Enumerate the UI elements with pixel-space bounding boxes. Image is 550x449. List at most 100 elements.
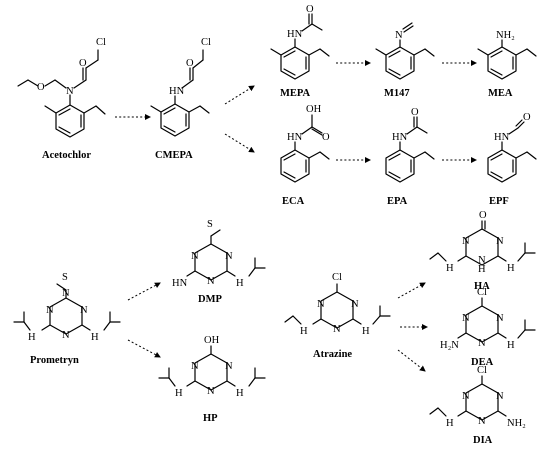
dia-ring-n-bottom: N bbox=[478, 416, 486, 427]
epa-o-atom: O bbox=[411, 107, 419, 118]
cmepa-o-atom: O bbox=[186, 58, 194, 69]
dia-structure bbox=[429, 375, 507, 421]
arrow-prometryn-to-dmp bbox=[127, 282, 161, 301]
mea-label: MEA bbox=[488, 88, 513, 99]
arrow-cmepa-to-mepa bbox=[224, 85, 255, 105]
ha-ring-n-left: N bbox=[462, 236, 470, 247]
ha-h-atom-left: H bbox=[446, 263, 454, 274]
acetochlor-cl-atom: Cl bbox=[96, 37, 106, 48]
mea-structure bbox=[477, 39, 537, 80]
acetochlor-o-atom: O bbox=[37, 82, 45, 93]
hp-ring-n-bottom: N bbox=[207, 386, 215, 397]
eca-structure bbox=[280, 114, 330, 183]
dia-ring-n-right: N bbox=[496, 391, 504, 402]
dmp-structure bbox=[186, 229, 266, 281]
prometryn-ring-n-right: N bbox=[80, 305, 88, 316]
epf-o-atom: O bbox=[523, 112, 531, 123]
dmp-label: DMP bbox=[198, 294, 222, 305]
hp-ring-n-left: N bbox=[191, 361, 199, 372]
atrazine-ring-n-right: N bbox=[351, 299, 359, 310]
dia-nh2-atom: NH₂ bbox=[507, 418, 526, 429]
mepa-hn-atom: HN bbox=[287, 29, 303, 40]
mepa-structure bbox=[270, 13, 330, 80]
m147-structure bbox=[375, 22, 435, 80]
ha-ring-n-bottom: N bbox=[478, 255, 486, 266]
hp-structure bbox=[158, 345, 266, 391]
triazine-ring-n-atoms: N N N N N N N N N N N N N N N N N N N N … bbox=[46, 236, 504, 427]
m147-n-atom: N bbox=[395, 30, 403, 41]
acetochlor-carbonyl-o-atom: O bbox=[79, 58, 87, 69]
atrazine-ring-n-bottom: N bbox=[333, 324, 341, 335]
dea-ring-n-bottom: N bbox=[478, 338, 486, 349]
arrow-cmepa-to-eca bbox=[224, 133, 255, 153]
atrazine-ring-n-left: N bbox=[317, 299, 325, 310]
epa-structure bbox=[385, 116, 435, 183]
acetochlor-label: Acetochlor bbox=[42, 150, 91, 161]
ha-label: HA bbox=[474, 281, 490, 292]
dia-label: DIA bbox=[473, 435, 493, 446]
mea-nh2-atom: NH₂ bbox=[496, 30, 515, 41]
eca-oh-atom: OH bbox=[306, 104, 322, 115]
dea-label: DEA bbox=[471, 357, 494, 368]
cmepa-label: CMEPA bbox=[155, 150, 193, 161]
eca-hn-atom: HN bbox=[287, 132, 303, 143]
atrazine-h-atom-right: H bbox=[362, 326, 370, 337]
eca-o-atom: O bbox=[322, 132, 330, 143]
hp-oh-atom: OH bbox=[204, 335, 220, 346]
prometryn-h-atom-left: H bbox=[28, 332, 36, 343]
dmp-s-atom: S bbox=[207, 219, 213, 230]
hp-label: HP bbox=[203, 413, 218, 424]
atrazine-h-atom: H bbox=[300, 326, 308, 337]
mepa-label: MEPA bbox=[280, 88, 311, 99]
cmepa-hn-atom: HN bbox=[169, 86, 185, 97]
mepa-o-atom: O bbox=[306, 4, 314, 15]
dmp-ring-n-bottom: N bbox=[207, 276, 215, 287]
ha-structure bbox=[429, 220, 536, 266]
ha-ring-n-right: N bbox=[496, 236, 504, 247]
dmp-h-atom: H bbox=[236, 278, 244, 289]
dmp-ring-n-left: N bbox=[191, 251, 199, 262]
dmp-ring-n-right: N bbox=[225, 251, 233, 262]
hp-h-atom-left: H bbox=[175, 388, 183, 399]
hp-h-atom-right: H bbox=[236, 388, 244, 399]
acetochlor-n-atom: N bbox=[66, 86, 74, 97]
epf-hn-atom: HN bbox=[494, 132, 510, 143]
epa-label: EPA bbox=[387, 196, 408, 207]
atrazine-cl-atom: Cl bbox=[332, 272, 342, 283]
dia-cl-atom: Cl bbox=[477, 365, 487, 376]
epf-label: EPF bbox=[489, 196, 509, 207]
epa-hn-atom: HN bbox=[392, 132, 408, 143]
acetochlor-structure bbox=[17, 49, 106, 138]
prometryn-structure bbox=[13, 283, 121, 335]
atrazine-label: Atrazine bbox=[313, 349, 352, 360]
ha-h-atom-ring: H bbox=[478, 264, 486, 275]
dmp-hn-atom: HN bbox=[172, 278, 188, 289]
ha-o-atom: O bbox=[479, 210, 487, 221]
cmepa-structure bbox=[150, 49, 210, 137]
epf-structure bbox=[487, 119, 537, 183]
prometryn-label: Prometryn bbox=[30, 355, 79, 366]
prometryn-n-atom-top: N bbox=[62, 288, 70, 299]
dea-cl-atom: Cl bbox=[477, 287, 487, 298]
ha-h-atom-right: H bbox=[507, 263, 515, 274]
dea-h-atom: H bbox=[507, 340, 515, 351]
cmepa-cl-atom: Cl bbox=[201, 37, 211, 48]
dia-h-atom: H bbox=[446, 418, 454, 429]
dea-structure bbox=[457, 297, 536, 343]
arrow-atrazine-to-ha bbox=[397, 282, 426, 299]
dea-h2n-atom: H₂N bbox=[440, 340, 459, 351]
prometryn-ring-n-bottom: N bbox=[62, 330, 70, 341]
hp-ring-n-right: N bbox=[225, 361, 233, 372]
m147-label: M147 bbox=[384, 88, 410, 99]
arrow-atrazine-to-dia bbox=[397, 349, 426, 372]
prometryn-s-atom: S bbox=[62, 272, 68, 283]
prometryn-ring-n-left: N bbox=[46, 305, 54, 316]
arrow-prometryn-to-hp bbox=[127, 339, 161, 358]
dea-ring-n-left: N bbox=[462, 313, 470, 324]
prometryn-h-atom-right: H bbox=[91, 332, 99, 343]
eca-label: ECA bbox=[282, 196, 305, 207]
atrazine-structure bbox=[284, 283, 391, 329]
dea-ring-n-right: N bbox=[496, 313, 504, 324]
